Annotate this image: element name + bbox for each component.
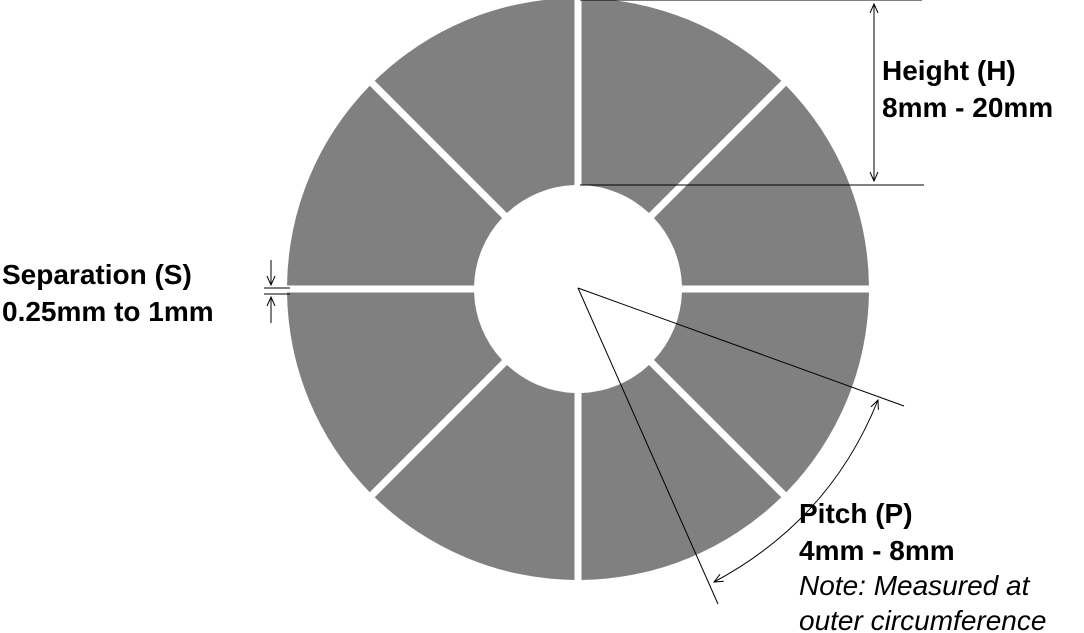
ring-segment bbox=[374, 0, 575, 214]
pitch-arc-arrow bbox=[714, 400, 878, 582]
pitch-note-line2: outer circumference bbox=[799, 605, 1046, 633]
ring-segment bbox=[374, 364, 575, 580]
height-title: Height (H) bbox=[882, 55, 1016, 86]
separation-range: 0.25mm to 1mm bbox=[2, 296, 214, 327]
separation-title: Separation (S) bbox=[2, 259, 192, 290]
height-range: 8mm - 20mm bbox=[882, 92, 1053, 123]
ring-segments bbox=[287, 0, 869, 580]
pitch-dimension bbox=[577, 287, 905, 605]
separation-dimension bbox=[264, 260, 290, 323]
pitch-radial-line-1 bbox=[577, 287, 905, 407]
ring-segment bbox=[581, 0, 782, 214]
pitch-range: 4mm - 8mm bbox=[799, 535, 955, 566]
ring-segment bbox=[287, 85, 503, 286]
pitch-title: Pitch (P) bbox=[799, 498, 913, 529]
ring-segment bbox=[287, 292, 503, 493]
ring-segment bbox=[653, 85, 869, 286]
pitch-note-line1: Note: Measured at bbox=[799, 570, 1031, 601]
pitch-radial-line-2 bbox=[577, 287, 719, 605]
height-dimension bbox=[580, 0, 924, 186]
